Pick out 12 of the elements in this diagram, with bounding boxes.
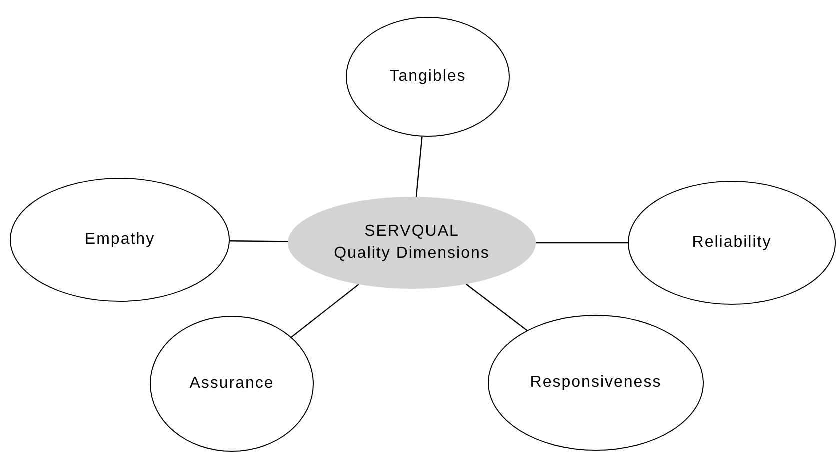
node-label: Tangibles	[390, 67, 466, 87]
node-heading: SERVQUAL	[364, 222, 460, 242]
node-label: Quality Dimensions	[334, 244, 490, 264]
connector-line	[291, 284, 360, 338]
connector-line	[536, 242, 628, 244]
node-label: Empathy	[84, 230, 156, 250]
connector-line	[466, 284, 528, 332]
node-label: Assurance	[190, 374, 274, 394]
connector-line	[416, 136, 423, 198]
connector-line	[230, 240, 288, 242]
node-label: Reliability	[692, 233, 772, 253]
node-label: Responsiveness	[530, 373, 662, 393]
